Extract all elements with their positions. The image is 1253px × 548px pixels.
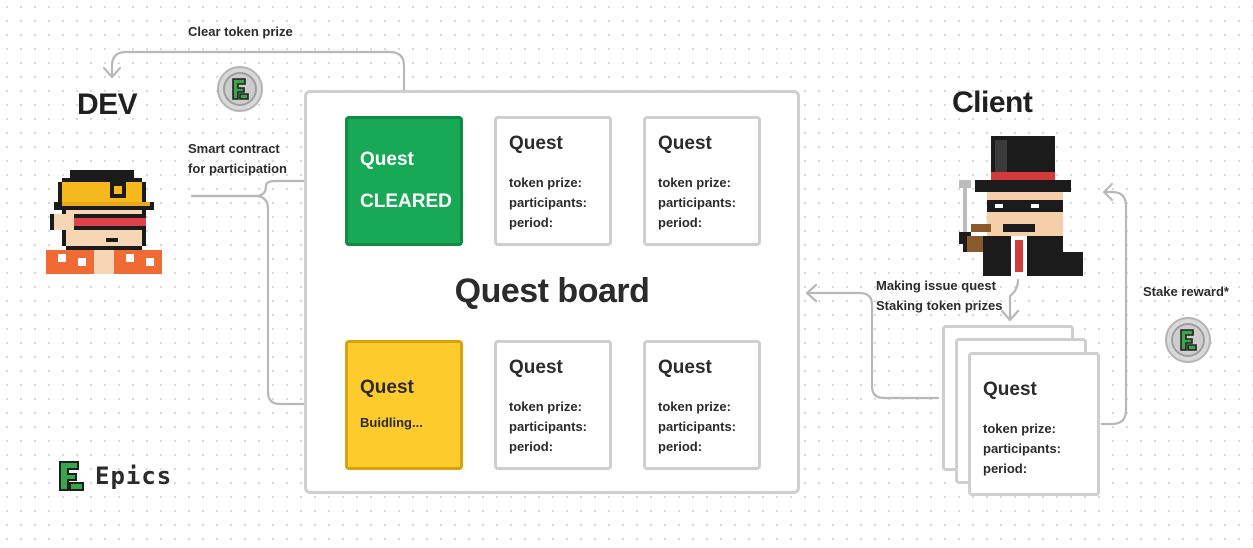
- epics-logo-icon: [59, 461, 84, 491]
- quest-token-prize: token prize:: [658, 399, 731, 414]
- epics-brand: Epics: [57, 460, 172, 492]
- clear-token-prize-label: Clear token prize: [188, 24, 293, 39]
- quest-participants: participants:: [509, 419, 588, 434]
- arrow-clear-token-prize: [110, 50, 406, 116]
- quest-period: period:: [658, 215, 703, 230]
- arrow-stack-to-board: [806, 291, 940, 400]
- quest-card[interactable]: Quest token prize: participants: period:: [643, 340, 761, 470]
- making-issue-quest-label: Making issue quest: [876, 278, 996, 293]
- quest-period: period:: [509, 439, 554, 454]
- arrowhead-client-to-stack: [1000, 309, 1020, 322]
- dev-avatar-icon: [46, 170, 162, 274]
- arrow-dev-to-building: [190, 194, 342, 406]
- quest-card-status: CLEARED: [360, 191, 452, 212]
- epics-brand-name: Epics: [95, 462, 173, 490]
- quest-token-prize: token prize:: [983, 421, 1056, 436]
- quest-card-title: Quest: [509, 357, 563, 378]
- smart-contract-label-line1: Smart contract: [188, 141, 280, 156]
- staking-token-prizes-label: Staking token prizes: [876, 298, 1003, 313]
- client-label: Client: [952, 86, 1033, 119]
- epics-coin-icon: [217, 66, 263, 112]
- quest-card-title: Quest: [658, 357, 712, 378]
- quest-participants: participants:: [983, 441, 1062, 456]
- quest-card[interactable]: Quest token prize: participants: period:: [494, 340, 612, 470]
- quest-card-cleared[interactable]: Quest CLEARED: [345, 116, 463, 246]
- quest-card[interactable]: Quest token prize: participants: period:: [643, 116, 761, 246]
- quest-token-prize: token prize:: [509, 399, 582, 414]
- quest-card-title: Quest: [360, 149, 414, 170]
- quest-card[interactable]: Quest token prize: participants: period:: [494, 116, 612, 246]
- quest-period: period:: [509, 215, 554, 230]
- quest-token-prize: token prize:: [658, 175, 731, 190]
- quest-card-client[interactable]: Quest token prize: participants: period:: [968, 352, 1100, 496]
- quest-card-status: Buidling...: [360, 415, 423, 430]
- arrowhead-stake-reward: [1102, 182, 1114, 202]
- epics-coin-icon: [1165, 317, 1211, 363]
- client-avatar-icon: [959, 136, 1083, 276]
- quest-card-title: Quest: [983, 379, 1037, 400]
- quest-period: period:: [658, 439, 703, 454]
- quest-participants: participants:: [658, 419, 737, 434]
- quest-token-prize: token prize:: [509, 175, 582, 190]
- stake-reward-label: Stake reward*: [1143, 284, 1229, 299]
- quest-card-title: Quest: [509, 133, 563, 154]
- arrow-client-to-stack: [1008, 278, 1020, 320]
- quest-period: period:: [983, 461, 1028, 476]
- quest-card-title: Quest: [658, 133, 712, 154]
- quest-participants: participants:: [658, 195, 737, 210]
- dev-label: DEV: [77, 88, 138, 121]
- arrowhead-clear-token-prize: [102, 66, 122, 79]
- quest-card-title: Quest: [360, 377, 414, 398]
- quest-board-title: Quest board: [454, 272, 650, 310]
- quest-participants: participants:: [509, 195, 588, 210]
- quest-card-building[interactable]: Quest Buidling...: [345, 340, 463, 470]
- arrow-stake-reward: [1100, 190, 1128, 426]
- smart-contract-label-line2: for participation: [188, 161, 287, 176]
- arrowhead-stack-to-board: [805, 283, 818, 303]
